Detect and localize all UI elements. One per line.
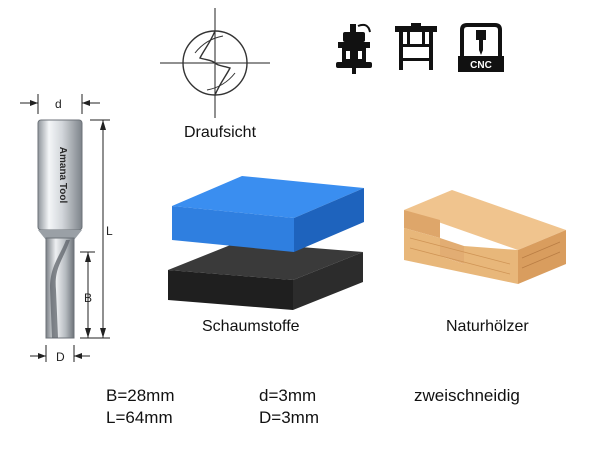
top-view-icon [160, 8, 270, 118]
cnc-text: CNC [470, 60, 492, 71]
dimension-d [20, 94, 100, 114]
dimension-D [30, 345, 90, 362]
material-label-foam: Schaumstoffe [202, 318, 300, 335]
dim-d-label: d [55, 97, 62, 111]
top-view-label: Draufsicht [184, 124, 257, 141]
spec-flutes: zweischneidig [414, 386, 520, 405]
spec-l: L=64mm [106, 408, 173, 427]
dim-D-label: D [56, 350, 65, 364]
tool-brand: Amana Tool [57, 147, 68, 204]
foam-blocks-icon [168, 176, 364, 310]
flute [50, 240, 70, 338]
router-icon [336, 23, 372, 74]
dim-L-label: L [106, 224, 113, 238]
router-table-icon [395, 23, 437, 70]
dimension-B [80, 251, 95, 338]
dim-B-label: B [84, 291, 93, 305]
spec-d-cut: D=3mm [259, 408, 319, 427]
router-bit-drawing: Amana Tool [20, 94, 110, 362]
dimension-L [80, 119, 110, 339]
spec-b: B=28mm [106, 386, 175, 405]
material-label-wood: Naturhölzer [446, 318, 529, 335]
wood-block-icon [404, 190, 566, 284]
spec-d-shank: d=3mm [259, 386, 317, 405]
cnc-machine-icon: CNC [458, 23, 504, 72]
